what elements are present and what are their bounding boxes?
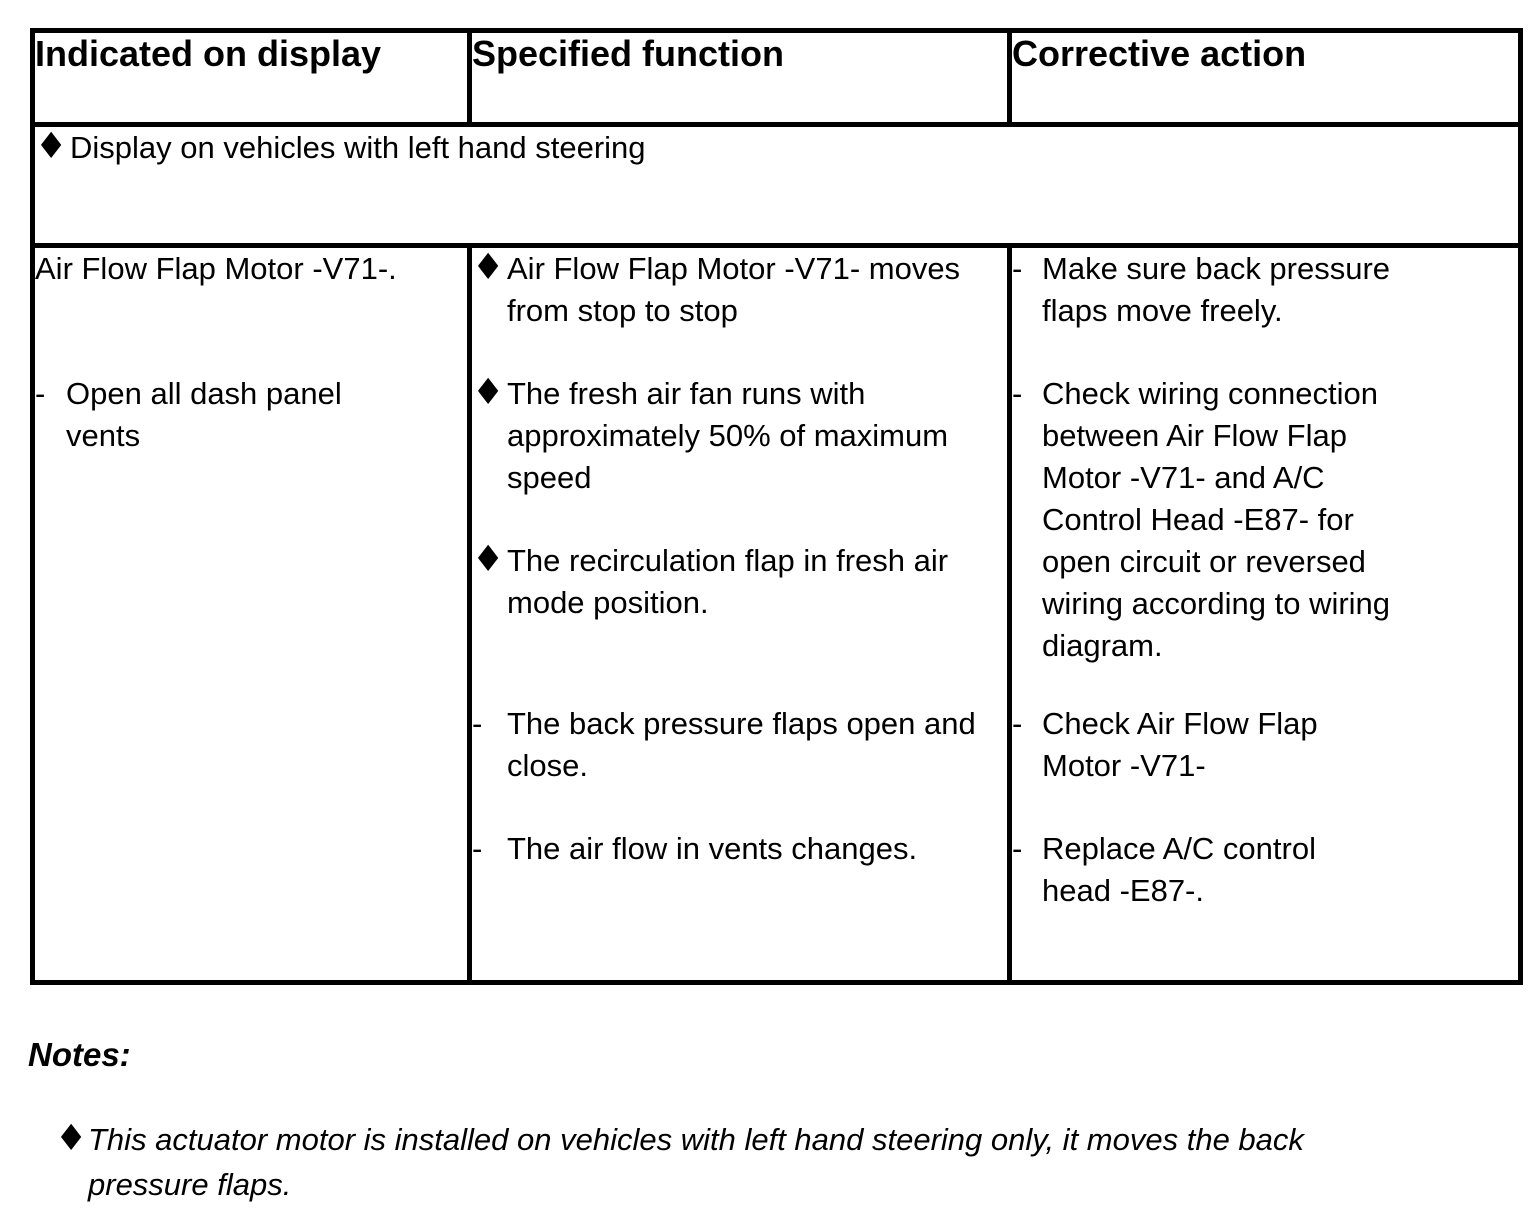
dash-bullet-icon: - (1012, 251, 1023, 286)
notes-section: Notes: ♦This actuator motor is installed… (28, 1035, 1536, 1207)
list-item-text: Open all dash panel vents (66, 376, 342, 453)
diamond-bullet-icon: ♦ (472, 247, 505, 288)
list-item: -Check Air Flow Flap Motor -V71- (1012, 703, 1518, 787)
cell-specified-function: ♦Air Flow Flap Motor -V71- moves from st… (467, 243, 1012, 985)
list-item: -The back pressure flaps open and close. (472, 703, 1007, 787)
list-item: Air Flow Flap Motor -V71-. (35, 248, 467, 290)
list-item-text: This actuator motor is installed on vehi… (88, 1122, 1304, 1202)
diamond-bullet-icon: ♦ (472, 539, 505, 580)
table-banner-row: ♦Display on vehicles with left hand stee… (30, 122, 1523, 248)
notes-title: Notes: (28, 1036, 131, 1073)
list-item: ♦The fresh air fan runs with approximate… (472, 373, 1007, 499)
list-item-text: Make sure back pressure flaps move freel… (1042, 251, 1391, 328)
list-item: ♦Air Flow Flap Motor -V71- moves from st… (472, 248, 1007, 332)
diamond-bullet-icon: ♦ (55, 1118, 88, 1159)
cell-indicated-on-display: Air Flow Flap Motor -V71-. -Open all dash… (30, 243, 472, 985)
table-header-row: Indicated on display Specified function … (30, 28, 1523, 127)
dash-bullet-icon: - (472, 706, 483, 741)
column-header-corrective-action: Corrective action (1007, 28, 1523, 127)
list-item: ♦This actuator motor is installed on veh… (28, 1117, 1536, 1207)
dash-bullet-icon: - (1012, 831, 1023, 866)
dash-bullet-icon: - (35, 376, 46, 411)
list-item-text: Replace A/C control head -E87-. (1042, 831, 1316, 908)
list-item: -Open all dash panel vents (35, 373, 467, 457)
diamond-bullet-icon: ♦ (35, 126, 68, 167)
column-header-indicated-on-display: Indicated on display (30, 28, 472, 127)
indicated-on-display-list: Air Flow Flap Motor -V71-. -Open all dash… (35, 248, 467, 457)
list-item: ♦The recirculation flap in fresh air mod… (472, 540, 1007, 624)
list-item-text: The recirculation flap in fresh air mode… (507, 543, 949, 620)
list-item: -Check wiring connection between Air Flo… (1012, 373, 1518, 667)
specified-function-list: ♦Air Flow Flap Motor -V71- moves from st… (472, 248, 1007, 870)
banner-text-list: ♦Display on vehicles with left hand stee… (35, 127, 1518, 169)
list-item: -Replace A/C control head -E87-. (1012, 828, 1518, 912)
list-item-text: Air Flow Flap Motor -V71- moves from sto… (507, 251, 961, 328)
table-body-row: Air Flow Flap Motor -V71-.-Open all dash… (30, 243, 1523, 985)
diagnostic-table: Indicated on display Specified function … (30, 28, 1523, 985)
list-item: -Make sure back pressure flaps move free… (1012, 248, 1518, 332)
list-item-text: Check wiring connection between Air Flow… (1042, 376, 1391, 663)
corrective-action-list: -Make sure back pressure flaps move free… (1012, 248, 1518, 912)
dash-bullet-icon: - (1012, 706, 1023, 741)
list-item: -The air flow in vents changes. (472, 828, 1007, 870)
diamond-bullet-icon: ♦ (472, 372, 505, 413)
list-item-text: The air flow in vents changes. (507, 831, 918, 866)
list-item-text: Check Air Flow Flap Motor -V71- (1042, 706, 1318, 783)
list-item-text: The fresh air fan runs with approximatel… (507, 376, 949, 495)
column-header-specified-function: Specified function (467, 28, 1012, 127)
notes-list: ♦This actuator motor is installed on veh… (28, 1117, 1536, 1207)
list-item-text: Display on vehicles with left hand steer… (70, 130, 646, 165)
list-item: ♦Display on vehicles with left hand stee… (35, 127, 1518, 169)
banner-cell: ♦Display on vehicles with left hand stee… (30, 122, 1523, 248)
cell-corrective-action: -Make sure back pressure flaps move free… (1007, 243, 1523, 985)
dash-bullet-icon: - (1012, 376, 1023, 411)
list-item-text: Air Flow Flap Motor -V71-. (35, 251, 397, 286)
list-item-text: The back pressure flaps open and close. (507, 706, 976, 783)
dash-bullet-icon: - (472, 831, 483, 866)
